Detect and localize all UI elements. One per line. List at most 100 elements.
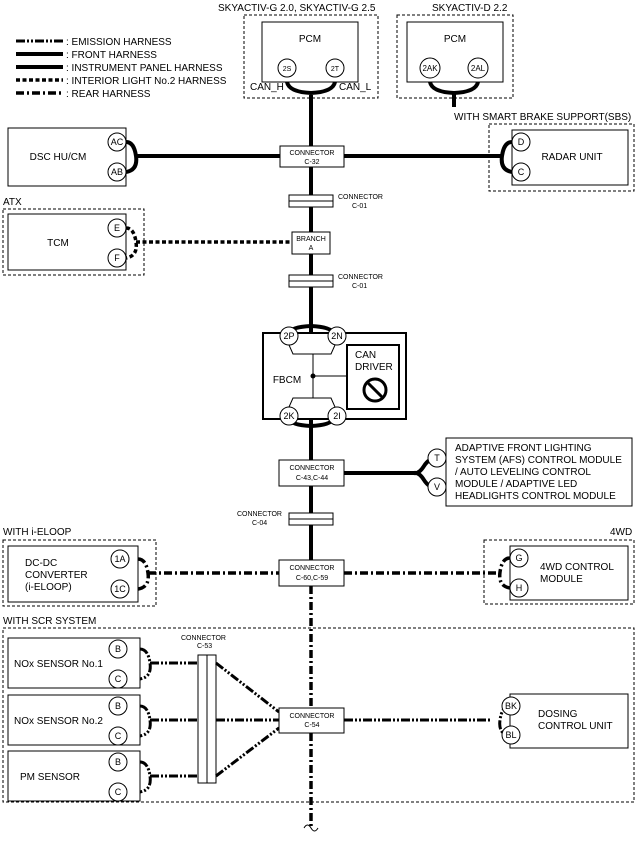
main-trunk [303, 95, 319, 832]
pin-2ak [419, 57, 441, 79]
pin-v-label: V [434, 482, 440, 492]
dosing-line2: CONTROL UNIT [538, 721, 613, 732]
pin-2k-label: 2K [283, 411, 294, 421]
dcdc-line2: CONVERTER [25, 570, 88, 581]
pin-2s-label: 2S [283, 66, 292, 73]
pin-f-label: F [114, 253, 120, 263]
scr-group: WITH SCR SYSTEM NOx SENSOR No.1 B C NOx … [2, 616, 635, 803]
c60-title: CONNECTOR [290, 565, 335, 572]
variant-atx-frame [2, 208, 145, 276]
tcm-group: ATX TCM E F [2, 197, 292, 276]
connector-c53: CONNECTOR C-53 [181, 635, 226, 784]
pin-2t-label: 2T [331, 66, 340, 73]
pin-c-nox1-label: C [115, 674, 122, 684]
prohibit-icon-slash [366, 381, 384, 399]
pin-ab [107, 162, 127, 182]
pin-c-radar-label: C [518, 167, 525, 177]
pin-2s [277, 58, 297, 78]
c60-id: C-60,C-59 [296, 575, 328, 582]
pin-c-nox2-label: C [115, 731, 122, 741]
c54-title: CONNECTOR [290, 713, 335, 720]
pin-b-nox1 [108, 639, 128, 659]
pin-g-label: G [515, 553, 522, 563]
pin-t-label: T [434, 453, 440, 463]
c01a-id: C-01 [352, 203, 367, 210]
pin-1a-label: 1A [114, 554, 125, 564]
pin-ac [107, 132, 127, 152]
pin-b-pm [108, 752, 128, 772]
dsc-module [7, 127, 127, 187]
pin-bk [501, 696, 521, 716]
pin-h-label: H [516, 583, 523, 593]
dosing-line1: DOSING [538, 709, 578, 720]
afs-group: T V ADAPTIVE FRONT LIGHTING SYSTEM (AFS)… [344, 437, 633, 507]
can-h-label: CAN_H [250, 82, 284, 93]
can-l-label: CAN_L [339, 82, 372, 93]
pin-g [509, 548, 529, 568]
legend-emission-label: : EMISSION HARNESS [66, 37, 172, 48]
pin-c-pm [108, 782, 128, 802]
awd-line2: MODULE [540, 574, 583, 585]
c01b-id: C-01 [352, 283, 367, 290]
c53-title: CONNECTOR [181, 635, 226, 642]
pin-b-nox2-label: B [115, 701, 121, 711]
fbcm-name: FBCM [273, 375, 301, 386]
connector-c01-upper: CONNECTOR C-01 [288, 194, 383, 210]
branch-id: A [309, 245, 314, 252]
c01b-title: CONNECTOR [338, 274, 383, 281]
pcm-g-name: PCM [299, 34, 321, 45]
pin-bk-label: BK [505, 701, 517, 711]
legend-interior-label: : INTERIOR LIGHT No.2 HARNESS [66, 76, 227, 87]
pin-b-nox1-label: B [115, 644, 121, 654]
pin-c-nox1 [108, 669, 128, 689]
afs-line2: SYSTEM (AFS) CONTROL MODULE [455, 455, 622, 466]
tcm-name: TCM [47, 238, 69, 249]
variant-4wd-label: 4WD [610, 527, 632, 538]
pin-2p-label: 2P [283, 331, 294, 341]
radar-module [511, 129, 629, 186]
pm-name: PM SENSOR [20, 772, 80, 783]
pin-bl [501, 725, 521, 745]
pin-b-pm-label: B [115, 757, 121, 767]
pin-1a [110, 549, 130, 569]
pcm-g-group: SKYACTIV-G 2.0, SKYACTIV-G 2.5 PCM 2S 2T… [218, 3, 379, 99]
variant-sbs-label: WITH SMART BRAKE SUPPORT(SBS) [454, 112, 631, 123]
pin-e-label: E [114, 223, 120, 233]
dcdc-group: WITH i-ELOOP DC-DC CONVERTER (i-ELOOP) 1… [2, 527, 279, 607]
legend-rear-label: : REAR HARNESS [66, 89, 151, 100]
c43-title: CONNECTOR [290, 465, 335, 472]
variant-atx-label: ATX [3, 197, 22, 208]
pin-2al-label: 2AL [471, 64, 486, 73]
pin-2t [325, 58, 345, 78]
c32-title: CONNECTOR [290, 150, 335, 157]
pin-c-radar [511, 162, 531, 182]
pin-h [509, 578, 529, 598]
variant-g-frame [243, 14, 379, 99]
awd-module [509, 545, 629, 601]
pin-c-nox2 [108, 726, 128, 746]
pcm-d-name: PCM [444, 34, 466, 45]
pin-d-label: D [518, 137, 525, 147]
pin-ab-label: AB [111, 167, 123, 177]
c01a-title: CONNECTOR [338, 194, 383, 201]
pin-f [107, 248, 127, 268]
pin-2al [467, 57, 489, 79]
pin-2n [327, 326, 347, 346]
pin-2i-label: 2I [333, 411, 341, 421]
pcm-g-module [261, 21, 359, 83]
dsc-group: DSC HU/CM AC AB [7, 127, 280, 187]
c53-id: C-53 [197, 643, 212, 650]
afs-line4: MODULE / ADAPTIVE LED [455, 479, 577, 490]
pin-ac-label: AC [111, 137, 124, 147]
can-driver-line1: CAN [355, 350, 376, 361]
pin-2n-label: 2N [331, 331, 343, 341]
branch-title: BRANCH [296, 236, 326, 243]
connector-c01-lower: CONNECTOR C-01 [288, 274, 383, 290]
pin-bl-label: BL [505, 730, 516, 740]
fbcm-group: 2P 2N 2K 2I FBCM CAN DRIVER [262, 323, 407, 429]
c04-id: C-04 [252, 520, 267, 527]
dcdc-line3: (i-ELOOP) [25, 582, 72, 593]
connector-c32: CONNECTOR C-32 [279, 145, 345, 168]
awd-line1: 4WD CONTROL [540, 562, 614, 573]
